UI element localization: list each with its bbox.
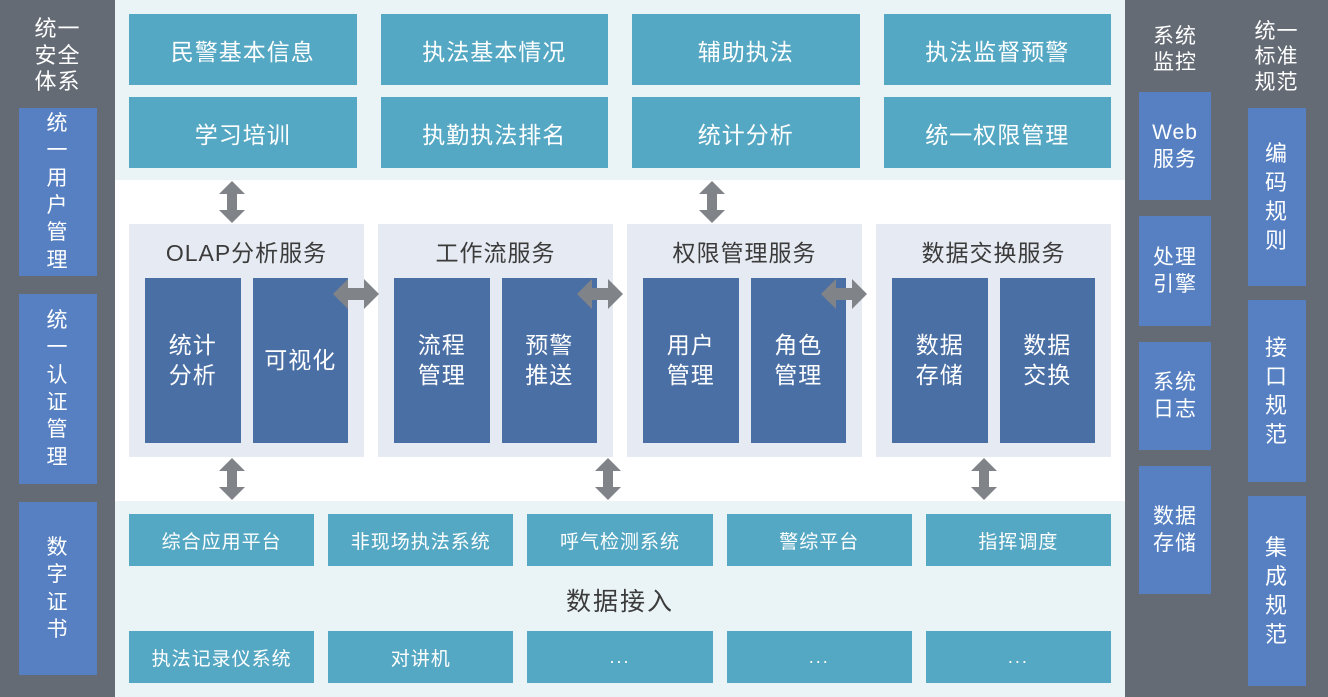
unified-standards-title: 统一 标准 规范 [1254,19,1299,94]
app-tile-duty-enforcement-ranking[interactable]: 执勤执法排名 [380,97,608,168]
sidebar-item-unified-user-management[interactable]: 统 一 用 户 管 理 [18,108,97,276]
unified-security-column: 统一 安全 体系 统 一 用 户 管 理 统 一 认 证 管 理 数 字 证 书 [0,0,115,697]
sidebar-item-digital-certificate[interactable]: 数 字 证 书 [18,502,97,675]
double-arrow-vertical-icon [219,458,245,500]
sidebar-item-system-log[interactable]: 系统 日志 [1139,342,1211,450]
data-tile-offsite-enforcement-system[interactable]: 非现场执法系统 [328,514,514,566]
data-tile-integrated-application-platform[interactable]: 综合应用平台 [129,514,315,566]
arrow-band-app-service [115,180,1125,224]
service-box-process-management[interactable]: 流程 管理 [394,278,490,443]
service-box-user-management[interactable]: 用户 管理 [643,278,739,443]
service-box-statistical-analysis[interactable]: 统计 分析 [145,278,241,443]
data-tile-placeholder-3[interactable]: ... [925,631,1112,683]
sidebar-item-unified-auth-management[interactable]: 统 一 认 证 管 理 [18,294,97,484]
sidebar-item-web-service[interactable]: Web 服务 [1139,92,1211,200]
service-box-alert-push[interactable]: 预警 推送 [501,278,597,443]
service-layer: OLAP分析服务 统计 分析 可视化 工作流服务 流程 管理 预警 推送 权限管… [115,224,1125,457]
data-tile-police-integrated-platform[interactable]: 警综平台 [726,514,912,566]
sidebar-item-data-storage[interactable]: 数据 存储 [1139,466,1211,594]
arrow-band-service-data [115,457,1125,501]
app-tile-assisted-enforcement[interactable]: 辅助执法 [632,14,860,85]
app-tile-statistical-analysis[interactable]: 统计分析 [632,97,860,168]
app-tile-training[interactable]: 学习培训 [129,97,357,168]
system-monitor-title: 系统 监控 [1153,25,1197,74]
data-tile-placeholder-1[interactable]: ... [527,631,713,683]
service-panel-title: 权限管理服务 [672,240,817,266]
double-arrow-vertical-icon [699,181,725,223]
data-tile-law-enforcement-recorder-system[interactable]: 执法记录仪系统 [129,631,315,683]
data-tile-placeholder-2[interactable]: ... [726,631,912,683]
service-box-group: 流程 管理 预警 推送 [394,278,597,443]
app-tile-unified-permission-management[interactable]: 统一权限管理 [883,97,1111,168]
app-tile-enforcement-supervision-alert[interactable]: 执法监督预警 [883,14,1111,85]
sidebar-item-interface-spec[interactable]: 接 口 规 范 [1247,300,1306,482]
app-tile-enforcement-basics[interactable]: 执法基本情况 [380,14,608,85]
app-tile-police-basic-info[interactable]: 民警基本信息 [129,14,357,85]
application-row-2: 学习培训 执勤执法排名 统计分析 统一权限管理 [129,97,1111,168]
double-arrow-vertical-icon [971,458,997,500]
service-box-group: 用户 管理 角色 管理 [643,278,846,443]
service-panel-data-exchange: 数据交换服务 数据 存储 数据 交换 [876,224,1111,457]
center-stack: 民警基本信息 执法基本情况 辅助执法 执法监督预警 学习培训 执勤执法排名 统计… [115,0,1125,697]
service-box-group: 数据 存储 数据 交换 [892,278,1095,443]
service-panel-permission: 权限管理服务 用户 管理 角色 管理 [627,224,862,457]
data-access-layer-panel: 综合应用平台 非现场执法系统 呼气检测系统 警综平台 指挥调度 数据接入 执法记… [115,501,1125,697]
service-panel-title: 数据交换服务 [921,240,1066,266]
service-panel-title: 工作流服务 [435,240,556,266]
application-row-1: 民警基本信息 执法基本情况 辅助执法 执法监督预警 [129,14,1111,85]
unified-security-title: 统一 安全 体系 [34,15,81,95]
double-arrow-horizontal-icon [333,279,379,309]
data-row-1: 综合应用平台 非现场执法系统 呼气检测系统 警综平台 指挥调度 [129,514,1112,566]
data-tile-command-dispatch[interactable]: 指挥调度 [925,514,1112,566]
unified-standards-column: 统一 标准 规范 编 码 规 则 接 口 规 范 集 成 规 范 [1225,0,1328,697]
double-arrow-horizontal-icon [577,279,623,309]
data-row-2: 执法记录仪系统 对讲机 ... ... ... [129,631,1112,683]
service-box-group: 统计 分析 可视化 [145,278,348,443]
service-panel-olap: OLAP分析服务 统计 分析 可视化 [129,224,364,457]
service-box-role-management[interactable]: 角色 管理 [750,278,846,443]
service-box-data-exchange[interactable]: 数据 交换 [999,278,1095,443]
double-arrow-vertical-icon [595,458,621,500]
data-access-caption: 数据接入 [565,587,674,616]
service-box-visualization[interactable]: 可视化 [252,278,348,443]
application-layer-panel: 民警基本信息 执法基本情况 辅助执法 执法监督预警 学习培训 执勤执法排名 统计… [115,0,1125,180]
sidebar-item-coding-rules[interactable]: 编 码 规 则 [1247,108,1306,286]
service-panel-title: OLAP分析服务 [165,240,328,266]
double-arrow-vertical-icon [219,181,245,223]
system-monitor-column: 系统 监控 Web 服务 处理 引擎 系统 日志 数据 存储 [1125,0,1225,697]
double-arrow-horizontal-icon [821,279,867,309]
service-box-data-storage[interactable]: 数据 存储 [892,278,988,443]
service-panel-workflow: 工作流服务 流程 管理 预警 推送 [378,224,613,457]
sidebar-item-processing-engine[interactable]: 处理 引擎 [1139,216,1211,326]
data-tile-breath-test-system[interactable]: 呼气检测系统 [527,514,713,566]
data-tile-walkie-talkie[interactable]: 对讲机 [328,631,514,683]
sidebar-item-integration-spec[interactable]: 集 成 规 范 [1247,496,1306,686]
